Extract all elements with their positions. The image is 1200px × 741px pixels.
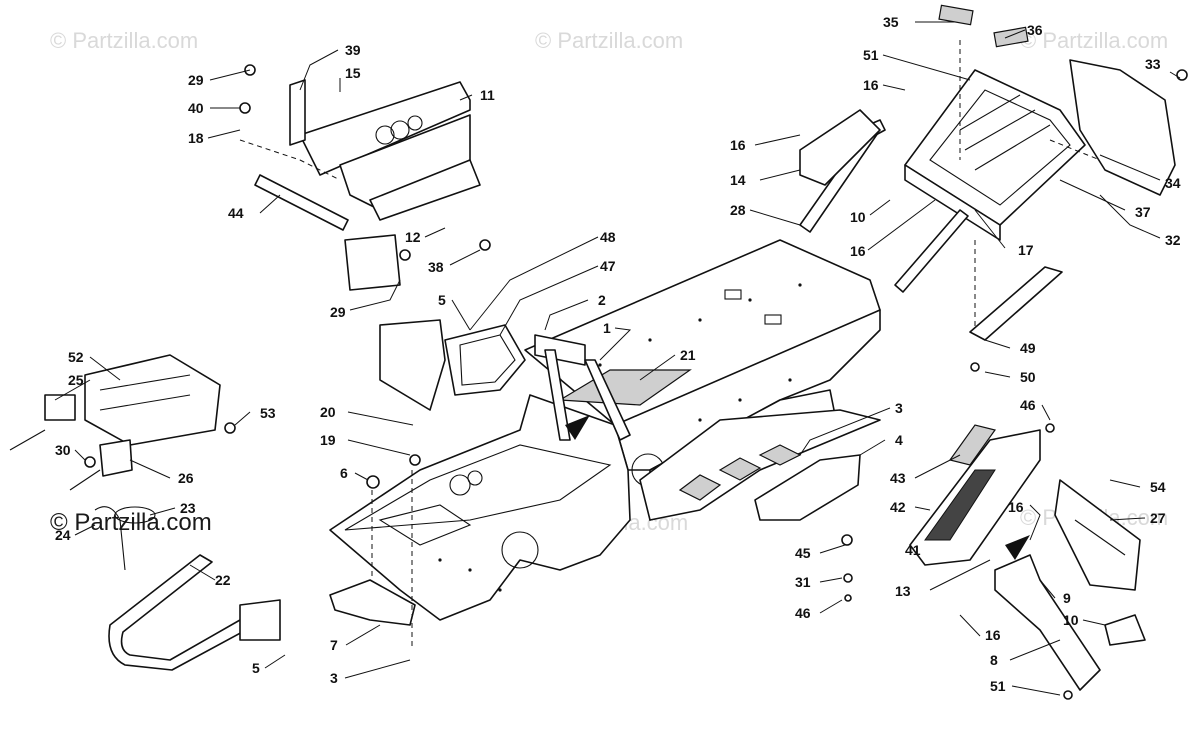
heat-shield [379, 319, 526, 411]
callout-51: 51 [990, 678, 1006, 694]
callout-49: 49 [1020, 340, 1036, 356]
callout-22: 22 [215, 572, 231, 588]
callout-29: 29 [330, 304, 346, 320]
callout-11: 11 [480, 87, 495, 103]
callout-48: 48 [600, 229, 616, 245]
grab-handle [534, 334, 631, 441]
callout-16: 16 [985, 627, 1001, 643]
footrest-plate [639, 409, 881, 521]
callout-28: 28 [730, 202, 746, 218]
callout-50: 50 [1020, 369, 1036, 385]
callout-15: 15 [345, 65, 361, 81]
callout-40: 40 [188, 100, 204, 116]
callout-29: 29 [188, 72, 204, 88]
callout-27: 27 [1150, 510, 1166, 526]
lower-bracket [344, 234, 401, 291]
leader-lines [54, 21, 1181, 696]
arrow-marker [1005, 535, 1030, 560]
callout-14: 14 [730, 172, 746, 188]
callout-33: 33 [1145, 56, 1161, 72]
callout-8: 8 [990, 652, 998, 668]
callout-18: 18 [188, 130, 204, 146]
callout-2: 2 [598, 292, 606, 308]
callout-24: 24 [55, 527, 71, 543]
electrical-assembly [9, 354, 221, 491]
callout-37: 37 [1135, 204, 1151, 220]
callout-5: 5 [252, 660, 260, 676]
callout-17: 17 [1018, 242, 1034, 258]
watermark-text: © Partzilla.com [1020, 28, 1168, 53]
callout-10: 10 [1063, 612, 1079, 628]
callout-26: 26 [178, 470, 194, 486]
callout-34: 34 [1165, 175, 1181, 191]
callout-3: 3 [895, 400, 903, 416]
rear-fender [1069, 59, 1176, 196]
watermark-text: © Partzilla.com [535, 28, 683, 53]
callout-9: 9 [1063, 590, 1071, 606]
callout-41: 41 [905, 542, 921, 558]
rear-rack [904, 69, 1086, 241]
callout-32: 32 [1165, 232, 1181, 248]
loop-clamp [114, 506, 156, 524]
callout-52: 52 [68, 349, 84, 365]
callout-labels: 35 36 51 33 16 16 14 34 28 10 16 17 37 3… [55, 14, 1181, 694]
callout-51: 51 [863, 47, 879, 63]
callout-16: 16 [863, 77, 879, 93]
bracket-bar [969, 266, 1063, 341]
steering-tube [254, 174, 349, 231]
callout-1: 1 [603, 320, 611, 336]
callout-36: 36 [1027, 22, 1043, 38]
callout-30: 30 [55, 442, 71, 458]
right-footrest-assembly [909, 424, 1146, 691]
front-bumper [108, 554, 281, 671]
callout-10: 10 [850, 209, 866, 225]
callout-39: 39 [345, 42, 361, 58]
front-bracket [329, 579, 416, 626]
callout-45: 45 [795, 545, 811, 561]
callout-47: 47 [600, 258, 616, 274]
callout-42: 42 [890, 499, 906, 515]
callout-16: 16 [730, 137, 746, 153]
callout-5: 5 [438, 292, 446, 308]
callout-23: 23 [180, 500, 196, 516]
callout-21: 21 [680, 347, 696, 363]
callout-31: 31 [795, 574, 811, 590]
callout-43: 43 [890, 470, 906, 486]
callout-4: 4 [895, 432, 903, 448]
hitch-plate [799, 109, 881, 186]
callout-3: 3 [330, 670, 338, 686]
callout-53: 53 [260, 405, 276, 421]
mount-bracket [289, 79, 306, 146]
callout-54: 54 [1150, 479, 1166, 495]
callout-25: 25 [68, 372, 84, 388]
callout-20: 20 [320, 404, 336, 420]
dashed-guides [239, 40, 1101, 650]
callout-13: 13 [895, 583, 911, 599]
callout-16: 16 [1008, 499, 1024, 515]
callout-19: 19 [320, 432, 336, 448]
instrument-panel [299, 81, 481, 221]
arrow-marker [565, 415, 590, 440]
callout-6: 6 [340, 465, 348, 481]
watermark-text: © Partzilla.com [50, 28, 198, 53]
callout-38: 38 [428, 259, 444, 275]
callout-16: 16 [850, 243, 866, 259]
callout-7: 7 [330, 637, 338, 653]
callout-12: 12 [405, 229, 421, 245]
callout-44: 44 [228, 205, 244, 221]
callout-35: 35 [883, 14, 899, 30]
callout-46: 46 [795, 605, 811, 621]
callout-46: 46 [1020, 397, 1036, 413]
